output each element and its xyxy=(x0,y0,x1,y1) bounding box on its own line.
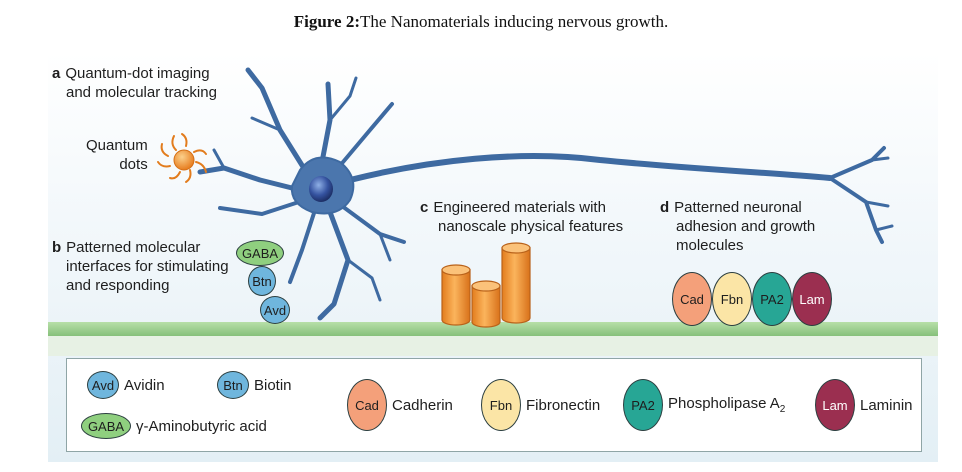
legend-item-laminin: Lam Laminin xyxy=(815,379,913,431)
legend-phospholipase-label: Phospholipase A2 xyxy=(668,395,785,415)
axon-branch-tip-3 xyxy=(874,224,894,232)
legend-item-phospholipase: PA2 Phospholipase A2 xyxy=(623,379,785,431)
dendrite-3 xyxy=(336,102,394,170)
legend-laminin-label: Laminin xyxy=(860,396,913,414)
nanoscale-cylinders xyxy=(441,242,531,328)
legend-cadherin-label: Cadherin xyxy=(392,396,453,414)
dendrite-2-branch xyxy=(328,76,358,122)
dendrite-4-branch xyxy=(212,148,226,170)
cylinder-1 xyxy=(441,269,471,326)
panel-c-line1: Engineered materials with xyxy=(433,199,606,216)
axon-branch-tip-2 xyxy=(864,200,890,208)
axon-branch-lower xyxy=(828,176,884,244)
quantum-dots-line2: dots xyxy=(119,156,148,173)
panel-a-line2: and molecular tracking xyxy=(66,84,217,101)
legend-biotin-symbol: Btn xyxy=(217,371,249,399)
substrate-shadow xyxy=(48,336,938,356)
legend-phospholipase-text: Phospholipase A xyxy=(668,395,780,412)
legend-item-avidin: Avd Avidin xyxy=(87,371,165,399)
avidin-molecule: Avd xyxy=(260,296,290,324)
quantum-dot-icon xyxy=(157,133,207,183)
legend-phospholipase-subscript: 2 xyxy=(779,404,786,415)
dendrite-5 xyxy=(218,198,307,216)
legend-item-biotin: Btn Biotin xyxy=(217,371,292,399)
dendrite-4 xyxy=(197,165,303,193)
legend-item-cadherin: Cad Cadherin xyxy=(347,379,453,431)
panel-a-line1: Quantum-dot imaging xyxy=(65,65,210,82)
dendrite-8 xyxy=(340,204,406,244)
legend-phospholipase-symbol: PA2 xyxy=(623,379,663,431)
dendrite-1 xyxy=(245,67,308,173)
dendrite-1-branch xyxy=(250,116,282,132)
cadherin-molecule: Cad xyxy=(672,272,712,326)
axon xyxy=(347,153,833,183)
panel-d-key: d xyxy=(660,199,670,216)
panel-b-key: b xyxy=(52,239,62,256)
figure-caption-text: The Nanomaterials inducing nervous growt… xyxy=(359,12,669,31)
figure-caption-label: Figure 2: xyxy=(293,12,360,31)
legend-gaba-label: γ-Aminobutyric acid xyxy=(136,417,267,435)
panel-a-key: a xyxy=(52,65,61,82)
axon-branch-upper xyxy=(828,146,886,180)
panel-b-line2: interfaces for stimulating xyxy=(66,258,229,275)
phospholipase-molecule: PA2 xyxy=(752,272,792,326)
dendrite-8-branch xyxy=(378,232,392,262)
neuron xyxy=(197,67,894,321)
cylinder-3 xyxy=(501,247,531,324)
panel-b-line1: Patterned molecular xyxy=(66,239,201,256)
dendrite-7 xyxy=(317,209,351,321)
legend-item-gaba: GABA γ-Aminobutyric acid xyxy=(81,413,267,439)
quantum-dots-line1: Quantum xyxy=(86,137,148,154)
panel-d-line3: molecules xyxy=(676,237,744,254)
fibronectin-molecule: Fbn xyxy=(712,272,752,326)
panel-b-line3: and responding xyxy=(66,277,170,294)
legend: Avd Avidin Btn Biotin GABA γ-Aminobutyri… xyxy=(66,358,922,452)
legend-laminin-symbol: Lam xyxy=(815,379,855,431)
panel-c-line2: nanoscale physical features xyxy=(438,218,624,235)
cylinder-2 xyxy=(471,285,501,328)
legend-biotin-label: Biotin xyxy=(254,376,292,394)
panel-d-line2: adhesion and growth xyxy=(676,218,816,235)
label-quantum-dots: Quantum dots xyxy=(86,136,148,174)
gaba-molecule: GABA xyxy=(236,240,284,266)
legend-gaba-symbol: GABA xyxy=(81,413,131,439)
substrate-surface xyxy=(48,322,938,336)
panel-d-line1: Patterned neuronal xyxy=(674,199,802,216)
legend-fibronectin-label: Fibronectin xyxy=(526,396,601,414)
panel-c-key: c xyxy=(420,199,429,216)
laminin-molecule: Lam xyxy=(792,272,832,326)
legend-avidin-label: Avidin xyxy=(124,376,165,394)
legend-cadherin-symbol: Cad xyxy=(347,379,387,431)
legend-item-fibronectin: Fbn Fibronectin xyxy=(481,379,600,431)
dendrite-6 xyxy=(288,208,317,284)
dendrite-7-branch xyxy=(346,258,382,302)
neuron-nucleus xyxy=(309,176,333,202)
legend-avidin-symbol: Avd xyxy=(87,371,119,399)
figure-caption: Figure 2:The Nanomaterials inducing nerv… xyxy=(0,12,962,32)
biotin-molecule: Btn xyxy=(248,266,276,296)
legend-fibronectin-symbol: Fbn xyxy=(481,379,521,431)
dendrite-2 xyxy=(319,81,333,165)
axon-branch-tip-1 xyxy=(870,156,890,162)
